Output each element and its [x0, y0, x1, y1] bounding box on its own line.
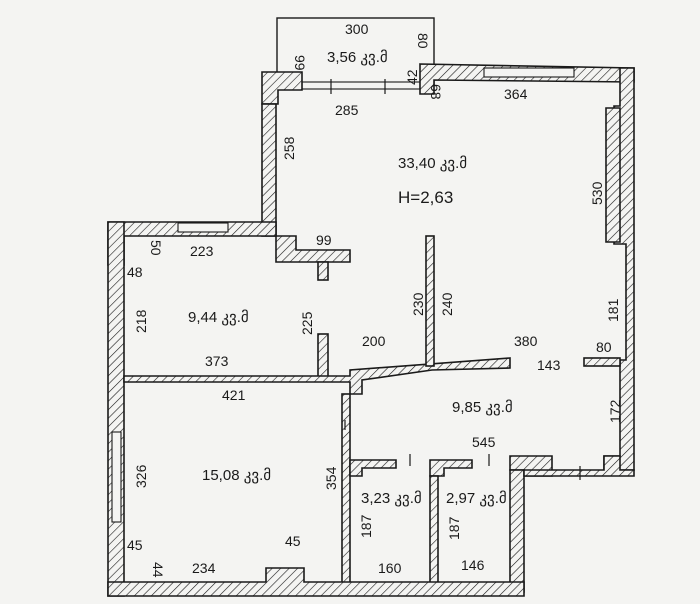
dim-label: 285: [335, 102, 359, 118]
wall-baths-top: [349, 459, 397, 477]
wall-living-left: [261, 103, 277, 237]
dim-label: 380: [514, 333, 538, 349]
dim-label: 354: [323, 466, 339, 490]
dim-label: 530: [589, 181, 605, 205]
dim-label: 200: [362, 333, 386, 349]
area-bath-1: 3,23 კვ.მ: [361, 490, 422, 507]
dim-label: 364: [504, 86, 528, 102]
area-balcony: 3,56 კვ.მ: [327, 49, 388, 66]
area-bedroom-small: 9,44 კვ.მ: [188, 309, 249, 326]
dim-label: 50: [148, 240, 164, 256]
window-top: [483, 67, 575, 78]
wall-right-jog: [605, 107, 621, 243]
dim-label: 146: [461, 557, 485, 573]
wall-baths-top-2: [429, 459, 473, 477]
balcony-window: [301, 81, 421, 90]
wall-left: [107, 221, 125, 597]
wall-living-partition: [425, 235, 435, 367]
dim-label: 187: [446, 516, 462, 540]
dim-label: 225: [299, 311, 315, 335]
area-hall: 9,85 კვ.მ: [452, 399, 513, 416]
wall-mid-horizontal: [123, 357, 511, 395]
dim-label: 218: [133, 309, 149, 333]
dim-label: 421: [222, 387, 246, 403]
dim-label: 80: [596, 339, 612, 355]
wall-bath-right: [509, 469, 525, 593]
wall-short-right: [583, 357, 621, 367]
ceiling-height: H=2,63: [398, 188, 453, 207]
dim-label: 230: [410, 292, 426, 316]
dim-label: 80: [415, 33, 431, 49]
dim-label: 373: [205, 353, 229, 369]
area-bath-2: 2,97 კვ.მ: [446, 490, 507, 507]
dim-label: 258: [281, 136, 297, 160]
dim-label: 223: [190, 243, 214, 259]
dim-label: 234: [192, 560, 216, 576]
wall-top-left: [261, 71, 303, 105]
window-bedroom-top: [177, 222, 229, 233]
wall-bedroom-small-right-top: [317, 261, 329, 281]
wall-bottom: [107, 567, 525, 597]
area-bedroom-large: 15,08 კვ.მ: [202, 467, 271, 484]
dim-label: 240: [439, 292, 455, 316]
window-bedroom-large: [111, 431, 122, 523]
dim-label: 68: [428, 84, 444, 100]
dim-label: 172: [607, 399, 623, 423]
dim-label: 44: [150, 562, 166, 578]
dim-label: 545: [472, 434, 496, 450]
dim-label: 300: [345, 21, 369, 37]
dim-label: 99: [316, 232, 332, 248]
wall-bath-divider: [429, 475, 439, 589]
area-living: 33,40 კვ.მ: [398, 155, 467, 172]
wall-right-lower: [523, 455, 635, 477]
wall-bedroom-top: [107, 221, 351, 266]
dim-label: 181: [605, 298, 621, 322]
wall-bedroom-large-right: [341, 393, 351, 591]
dim-label: 99: [292, 55, 308, 71]
dim-label: 45: [285, 533, 301, 549]
dim-label: 187: [358, 514, 374, 538]
dim-label: 45: [127, 537, 143, 553]
dim-label: 143: [537, 357, 561, 373]
wall-bedroom-small-right-bottom: [317, 333, 329, 381]
dim-label: 326: [133, 464, 149, 488]
dim-label: 48: [127, 264, 143, 280]
dim-label: 42: [404, 69, 420, 85]
dim-label: 160: [378, 560, 402, 576]
